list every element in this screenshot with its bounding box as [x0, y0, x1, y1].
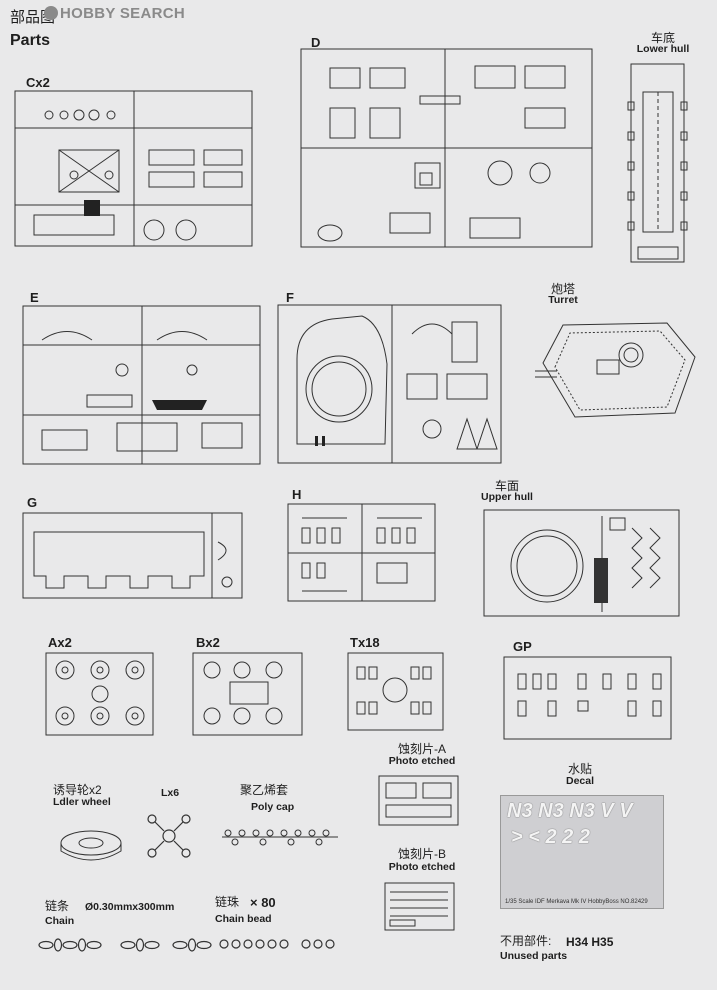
sprue-d-drawing	[300, 48, 593, 248]
photo-etched-b-drawing	[384, 882, 455, 931]
chain-drawing	[38, 938, 212, 952]
sprue-e-label: E	[30, 290, 39, 305]
poly-cap-label: Poly cap	[251, 801, 295, 813]
watermark: HOBBY SEARCH	[60, 5, 186, 22]
sprue-a-label: Ax2	[48, 635, 72, 650]
poly-cap-drawing	[222, 829, 338, 846]
idler-wheel-label-chinese: 诱导轮x2	[53, 783, 102, 797]
decal-sheet: N3 N3 N3 V V > < 2 2 2 1/35 Scale IDF Me…	[500, 795, 664, 909]
sprue-g-label: G	[27, 495, 38, 510]
sprue-e-drawing	[22, 305, 261, 465]
chain-bead-label-chinese: 链珠	[215, 895, 240, 909]
watermark-logo-icon	[44, 6, 58, 20]
sprue-f-label: F	[286, 290, 294, 305]
sprue-f-drawing	[277, 304, 502, 464]
sprue-gp-drawing	[503, 656, 672, 740]
sprue-c-drawing	[14, 90, 253, 247]
photo-etched-b-label-chinese: 蚀刻片-B	[397, 847, 446, 861]
lower-hull-drawing	[627, 63, 688, 263]
idler-wheel-label: Ldler wheel	[53, 796, 111, 808]
chain-bead-quantity: × 80	[250, 895, 276, 910]
chain-label: Chain	[45, 915, 75, 927]
lower-hull-label: Lower hull	[636, 43, 690, 55]
lower-hull-label-chinese: 车底	[650, 31, 675, 45]
chain-bead-drawing	[219, 939, 335, 949]
poly-cap-label-chinese: 聚乙烯套	[240, 783, 289, 797]
turret-label-chinese: 炮塔	[550, 282, 575, 296]
decal-footer: 1/35 Scale IDF Merkava Mk IV HobbyBoss N…	[505, 899, 648, 905]
page-title-chinese: 部品图	[10, 9, 56, 26]
sprue-b-drawing	[192, 652, 303, 736]
sprue-t-label: Tx18	[350, 635, 380, 650]
unused-parts-label: Unused parts	[500, 950, 568, 962]
unused-parts-label-chinese: 不用部件:	[500, 934, 552, 948]
photo-etched-a-label: Photo etched	[388, 755, 456, 767]
decal-label: Decal	[565, 775, 595, 787]
idler-wheel-drawing	[60, 830, 122, 861]
sprue-a-drawing	[45, 652, 154, 736]
sprue-b-label: Bx2	[196, 635, 220, 650]
photo-etched-a-label-chinese: 蚀刻片-A	[397, 742, 446, 756]
sprue-c-label: Cx2	[26, 75, 50, 90]
unused-parts-list: H34 H35	[566, 935, 614, 949]
sprue-d-label: D	[311, 35, 321, 50]
upper-hull-label-chinese: 车面	[494, 479, 519, 493]
decal-row-2: > < 2 2 2	[511, 826, 590, 848]
photo-etched-b-label: Photo etched	[388, 861, 456, 873]
upper-hull-label: Upper hull	[481, 491, 533, 503]
sprue-h-label: H	[292, 487, 302, 502]
sprue-g-drawing	[22, 512, 243, 599]
chain-label-chinese: 链条	[45, 899, 70, 913]
chain-spec: Ø0.30mmx300mm	[85, 901, 175, 913]
turret-drawing	[535, 322, 696, 418]
l-parts-drawing	[147, 814, 191, 858]
sprue-gp-label: GP	[513, 639, 532, 654]
page-title: Parts	[10, 32, 51, 49]
upper-hull-drawing	[483, 509, 680, 617]
turret-label: Turret	[548, 294, 578, 306]
sprue-h-drawing	[287, 503, 436, 602]
decal-row-1: N3 N3 N3 V V	[507, 800, 633, 822]
sprue-t-drawing	[347, 652, 444, 731]
chain-bead-label: Chain bead	[215, 913, 272, 925]
l-parts-label: Lx6	[161, 787, 180, 799]
decal-label-chinese: 水贴	[567, 762, 592, 776]
photo-etched-a-drawing	[378, 775, 459, 826]
